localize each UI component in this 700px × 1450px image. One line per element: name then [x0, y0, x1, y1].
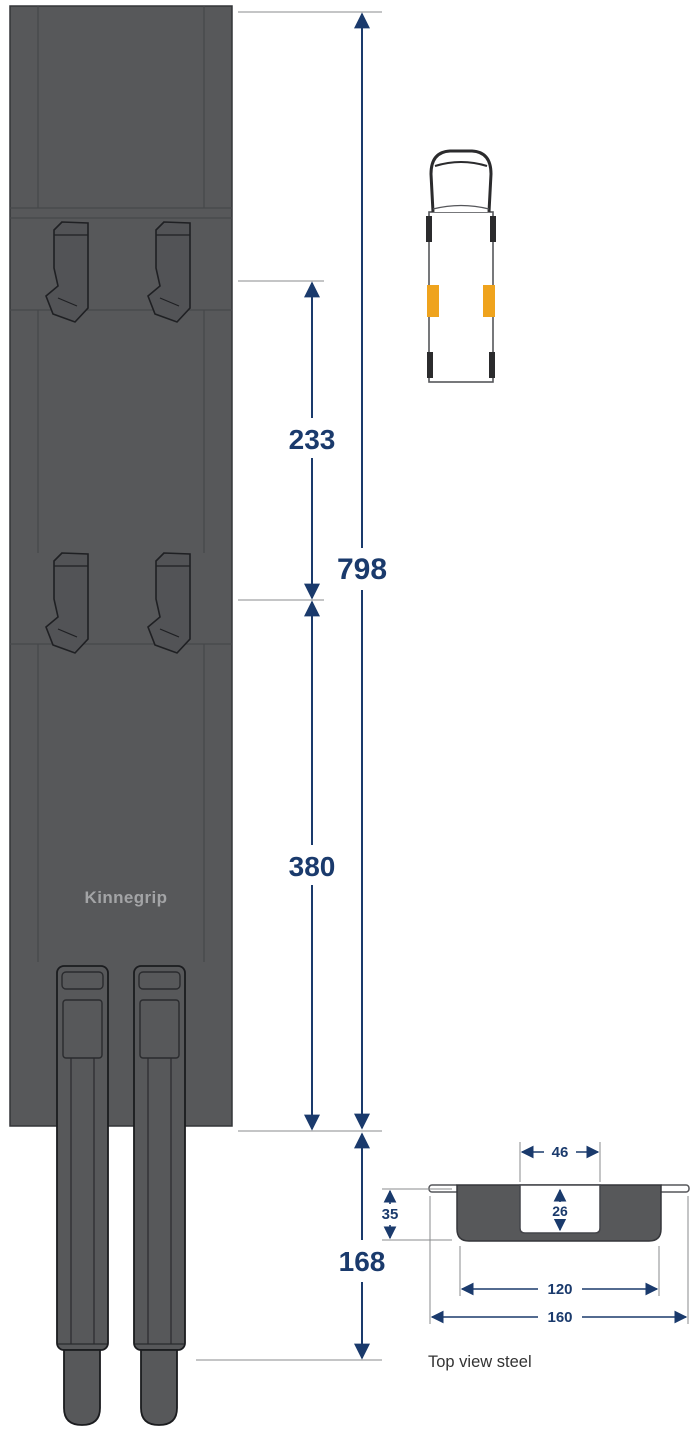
section-caption: Top view steel: [428, 1353, 532, 1371]
truck-wheel-rear-left: [427, 352, 433, 378]
bottom-prong-right: [133, 965, 186, 1426]
truck-cab: [429, 149, 493, 213]
section-label-120: 120: [547, 1281, 572, 1298]
section-label-46: 46: [552, 1144, 569, 1161]
section-label-26: 26: [552, 1203, 568, 1219]
truck-wheel-front-right: [490, 216, 496, 242]
dimension-168: 168: [335, 1132, 389, 1360]
dimension-label-380: 380: [289, 851, 336, 882]
section-flange-right: [658, 1184, 690, 1193]
truck-wheel-rear-right: [489, 352, 495, 378]
dimension-label-798: 798: [337, 553, 387, 586]
dimension-label-233: 233: [289, 424, 336, 455]
truck-windshield-line: [432, 204, 490, 210]
dimension-233: 233: [284, 281, 340, 600]
section-dimension-120: 120: [459, 1246, 660, 1299]
extension-lines: [196, 11, 382, 1361]
section-label-160: 160: [547, 1309, 572, 1326]
section-dimension-46: 46: [519, 1142, 601, 1182]
brand-logo-text: Kinnegrip: [85, 888, 168, 907]
truck-cargo-body: [428, 211, 494, 383]
post-main-body: [9, 5, 233, 1127]
section-dimension-26: 26: [547, 1188, 573, 1232]
post-panel-lines: [10, 6, 232, 962]
dimension-380: 380: [284, 600, 340, 1131]
section-label-35: 35: [382, 1206, 399, 1223]
truck-wheel-front-left: [426, 216, 432, 242]
post-side-view: Kinnegrip: [9, 5, 233, 1426]
post-position-marker-left: [427, 285, 439, 317]
truck-top-view: [426, 149, 496, 383]
dimension-798: 798: [335, 12, 389, 1130]
truck-roof-line: [434, 161, 488, 167]
bottom-prong-left: [56, 965, 109, 1426]
section-dimension-35: 35: [377, 1188, 452, 1241]
post-position-marker-right: [483, 285, 495, 317]
section-dimension-160: 160: [429, 1196, 689, 1327]
dimension-label-168: 168: [339, 1246, 386, 1277]
